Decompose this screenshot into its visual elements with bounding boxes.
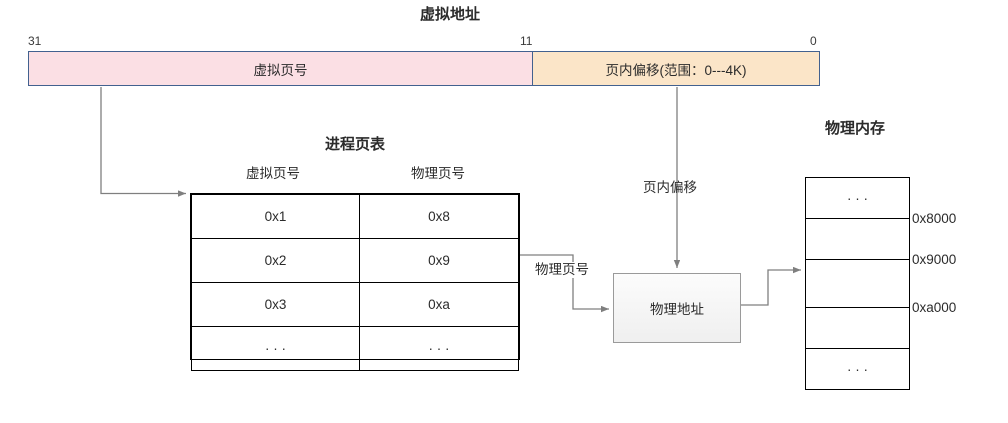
wire-vpn-to-pagetable	[100, 87, 186, 197]
page-offset-field: 页内偏移(范围：0---4K)	[533, 52, 819, 85]
memory-row: · · ·	[806, 178, 909, 219]
page-table-cell: 0x2	[191, 238, 360, 283]
wire-label-ppn: 物理页号	[534, 262, 590, 278]
page-table-title: 进程页表	[324, 136, 385, 153]
bit-label-31: 31	[28, 34, 42, 48]
virtual-page-number-label: 虚拟页号	[253, 62, 308, 78]
memory-row	[806, 308, 909, 349]
page-table-cell: · · ·	[359, 326, 519, 371]
memory-address-0xa000: 0xa000	[912, 300, 957, 315]
page-table: 0x1 0x8 0x2 0x9 0x3 0xa · · · · · ·	[190, 193, 520, 371]
memory-row	[806, 260, 909, 308]
virtual-page-number-field: 虚拟页号	[29, 52, 533, 85]
page-offset-label: 页内偏移(范围：0---4K)	[605, 62, 747, 78]
physical-address-box: 物理地址	[613, 273, 741, 343]
page-table-header-vpn: 虚拟页号	[246, 166, 300, 181]
page-table-cell: 0x8	[359, 194, 519, 239]
virtual-address-title: 虚拟地址	[419, 6, 480, 23]
table-row: 0x1 0x8	[191, 194, 519, 239]
physical-memory-title: 物理内存	[824, 120, 885, 137]
physical-address-label: 物理地址	[650, 302, 704, 317]
memory-row	[806, 219, 909, 260]
physical-memory-block: · · · · · ·	[805, 177, 910, 390]
virtual-address-bar: 虚拟页号 页内偏移(范围：0---4K)	[28, 51, 820, 86]
page-table-cell: 0x9	[359, 238, 519, 283]
memory-address-0x9000: 0x9000	[912, 252, 957, 267]
table-row: · · · · · ·	[191, 326, 519, 371]
memory-row: · · ·	[847, 361, 868, 377]
bit-label-11: 11	[520, 34, 533, 48]
page-table-cell: 0x1	[191, 194, 360, 239]
page-table-cell: 0xa	[359, 282, 519, 327]
bit-label-0: 0	[810, 34, 817, 48]
page-table-cell: · · ·	[191, 326, 360, 371]
table-row: 0x3 0xa	[191, 282, 519, 327]
page-table-header-ppn: 物理页号	[411, 166, 465, 181]
memory-address-0x8000: 0x8000	[912, 211, 957, 226]
wire-label-offset: 页内偏移	[643, 180, 697, 195]
page-table-cell: 0x3	[191, 282, 360, 327]
wire-physaddr-to-memory	[741, 266, 801, 306]
table-row: 0x2 0x9	[191, 238, 519, 283]
